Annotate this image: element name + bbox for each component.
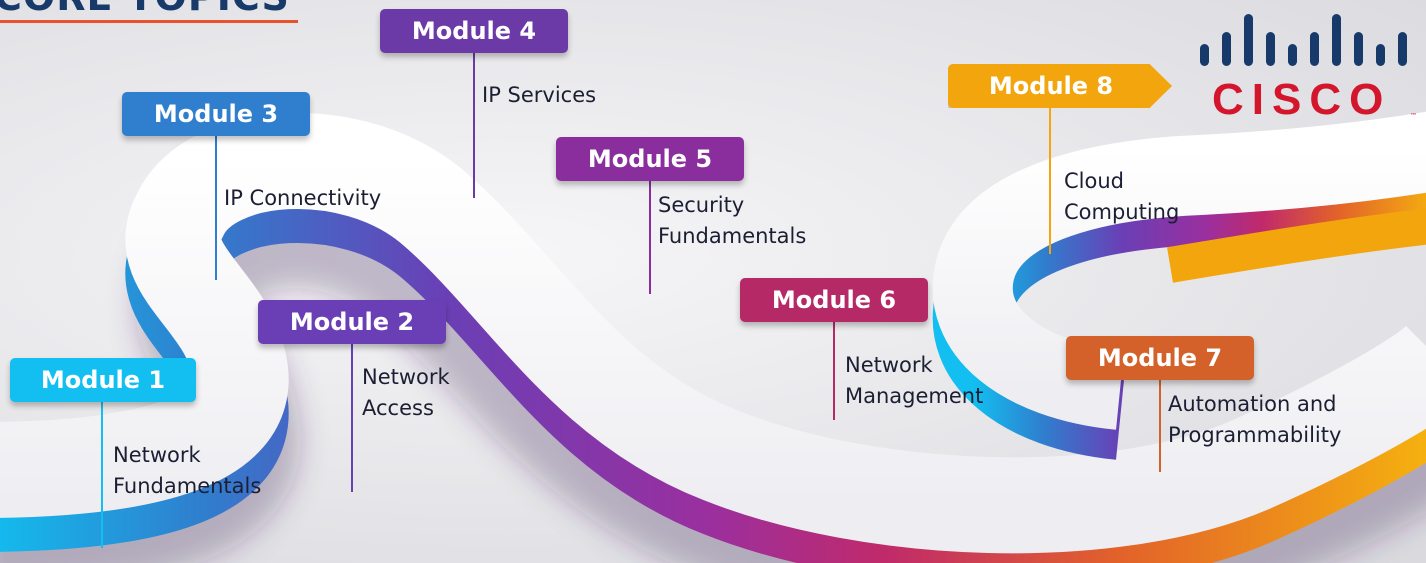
module-1-topic-line-2: Fundamentals — [113, 474, 262, 498]
module-4-topic-line-1: IP Services — [482, 83, 597, 107]
module-6-leader-line — [833, 320, 835, 420]
module-1-badge: Module 1 — [10, 358, 196, 402]
cisco-bridge-bars-icon — [1200, 14, 1407, 66]
module-8-topic: Cloud Computing — [1064, 166, 1179, 228]
module-1-topic-line-1: Network — [113, 443, 201, 467]
module-5-topic-line-2: Fundamentals — [658, 224, 807, 248]
module-3-badge: Module 3 — [122, 92, 310, 136]
page-title: CORE TOPICS — [0, 0, 298, 23]
module-2-topic: Network Access — [362, 362, 450, 424]
module-8-leader-line — [1049, 108, 1051, 254]
module-7-topic: Automation and Programmability — [1168, 389, 1341, 451]
module-2-topic-line-2: Access — [362, 396, 434, 420]
module-7-badge: Module 7 — [1066, 336, 1254, 380]
module-8-topic-line-1: Cloud — [1064, 169, 1124, 193]
module-2-leader-line — [351, 342, 353, 492]
module-4-badge: Module 4 — [380, 9, 568, 53]
module-3-topic: IP Connectivity — [224, 183, 381, 214]
road-loop-surface — [932, 111, 1426, 430]
module-7-topic-line-2: Programmability — [1168, 423, 1342, 447]
module-3-topic-line-1: IP Connectivity — [224, 186, 382, 210]
module-2-badge: Module 2 — [258, 300, 446, 344]
trademark-symbol: ™ — [1410, 112, 1417, 120]
module-6-topic-line-2: Management — [845, 384, 984, 408]
module-1-topic: Network Fundamentals — [113, 440, 261, 502]
module-5-badge: Module 5 — [556, 137, 744, 181]
module-5-topic: Security Fundamentals — [658, 190, 806, 252]
module-6-topic-line-1: Network — [845, 353, 933, 377]
module-5-leader-line — [649, 180, 651, 294]
module-3-leader-line — [215, 134, 217, 280]
module-6-badge: Module 6 — [740, 278, 928, 322]
module-6-topic: Network Management — [845, 350, 983, 412]
module-7-leader-line — [1159, 380, 1161, 472]
cisco-wordmark: CISCO — [1212, 75, 1392, 124]
module-4-leader-line — [473, 50, 475, 198]
module-8-badge: Module 8 — [948, 64, 1172, 108]
module-7-topic-line-1: Automation and — [1168, 392, 1337, 416]
cisco-logo: CISCO ™ — [1196, 8, 1426, 128]
module-4-topic: IP Services — [482, 80, 596, 111]
module-1-leader-line — [101, 398, 103, 548]
road-loop-inner-edge — [1167, 208, 1426, 283]
module-8-topic-line-2: Computing — [1064, 200, 1180, 224]
module-5-topic-line-1: Security — [658, 193, 745, 217]
road-surface — [0, 113, 1426, 554]
module-2-topic-line-1: Network — [362, 365, 450, 389]
